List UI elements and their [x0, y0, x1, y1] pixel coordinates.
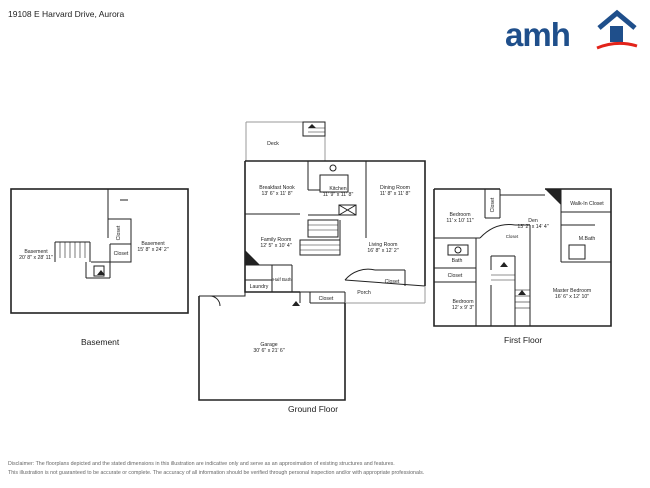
dims-master: 16' 6" x 12' 10"	[555, 294, 589, 300]
ground-floor-walls	[198, 121, 426, 401]
dims-den: 13' 2" x 14' 4"	[517, 224, 548, 230]
label-bedroom2: Bedroom	[452, 299, 473, 305]
dims-dining: 11' 8" x 11' 8"	[380, 191, 411, 197]
dims-kitchen: 11' 9" x 11' 8"	[323, 192, 354, 198]
label-dining: Dining Room	[380, 185, 410, 191]
label-deck: Deck	[267, 141, 279, 147]
basement-walls	[10, 188, 189, 314]
label-ground-closet2: Closet	[319, 296, 334, 302]
disclaimer-line1: Disclaimer: The floorplans depicted and …	[8, 461, 395, 467]
floor-label-first: First Floor	[504, 335, 543, 345]
label-basement1: Basement	[24, 249, 48, 255]
label-laundry: Laundry	[250, 284, 269, 290]
dims-breakfast: 13' 6" x 11' 8"	[262, 191, 293, 197]
label-mbath: M.Bath	[579, 236, 596, 242]
label-porch: Porch	[357, 290, 371, 296]
dims-bedroom1: 11' x 10' 11"	[446, 218, 473, 224]
label-first-closet3: Closet	[506, 234, 519, 239]
address-title: 19108 E Harvard Drive, Aurora	[8, 9, 125, 19]
label-ground-closet: Closet	[385, 279, 400, 285]
label-family: Family Room	[261, 237, 292, 243]
dims-garage: 30' 6" x 21' 6"	[253, 348, 284, 354]
logo-text: amh	[505, 16, 571, 53]
dims-bedroom2: 12' x 9' 3"	[452, 305, 474, 311]
floor-label-basement: Basement	[81, 337, 120, 347]
label-kitchen: Kitchen	[329, 186, 346, 192]
label-den: Den	[528, 218, 538, 224]
label-walkin: Walk-In Closet	[570, 201, 604, 207]
label-first-bath: Bath	[452, 258, 463, 264]
first-floor-walls	[433, 188, 612, 327]
label-master: Master Bedroom	[553, 288, 591, 294]
dims-basement2: 15' 8" x 24' 2"	[137, 247, 168, 253]
floor-label-ground: Ground Floor	[288, 404, 339, 414]
house-roof-icon	[596, 9, 638, 50]
disclaimer-line2: This illustration is not guaranteed to b…	[8, 470, 425, 476]
dims-basement1: 20' 8" x 28' 11"	[19, 255, 53, 261]
label-bedroom1: Bedroom	[449, 212, 470, 218]
label-basement-closet2: Closet	[114, 251, 129, 257]
amh-logo: amh	[505, 8, 639, 52]
label-garage: Garage	[260, 342, 277, 348]
label-basement-closet1: Closet	[116, 225, 122, 240]
label-halfbath: Half Bath	[273, 277, 292, 282]
label-first-closet1: Closet	[490, 197, 496, 212]
label-first-closet2: Closet	[448, 273, 463, 279]
dims-living: 16' 8" x 12' 2"	[367, 248, 398, 254]
dims-family: 12' 5" x 10' 4"	[260, 243, 291, 249]
label-basement2: Basement	[141, 241, 165, 247]
label-breakfast: Breakfast Nook	[259, 185, 295, 191]
label-living: Living Room	[369, 242, 398, 248]
